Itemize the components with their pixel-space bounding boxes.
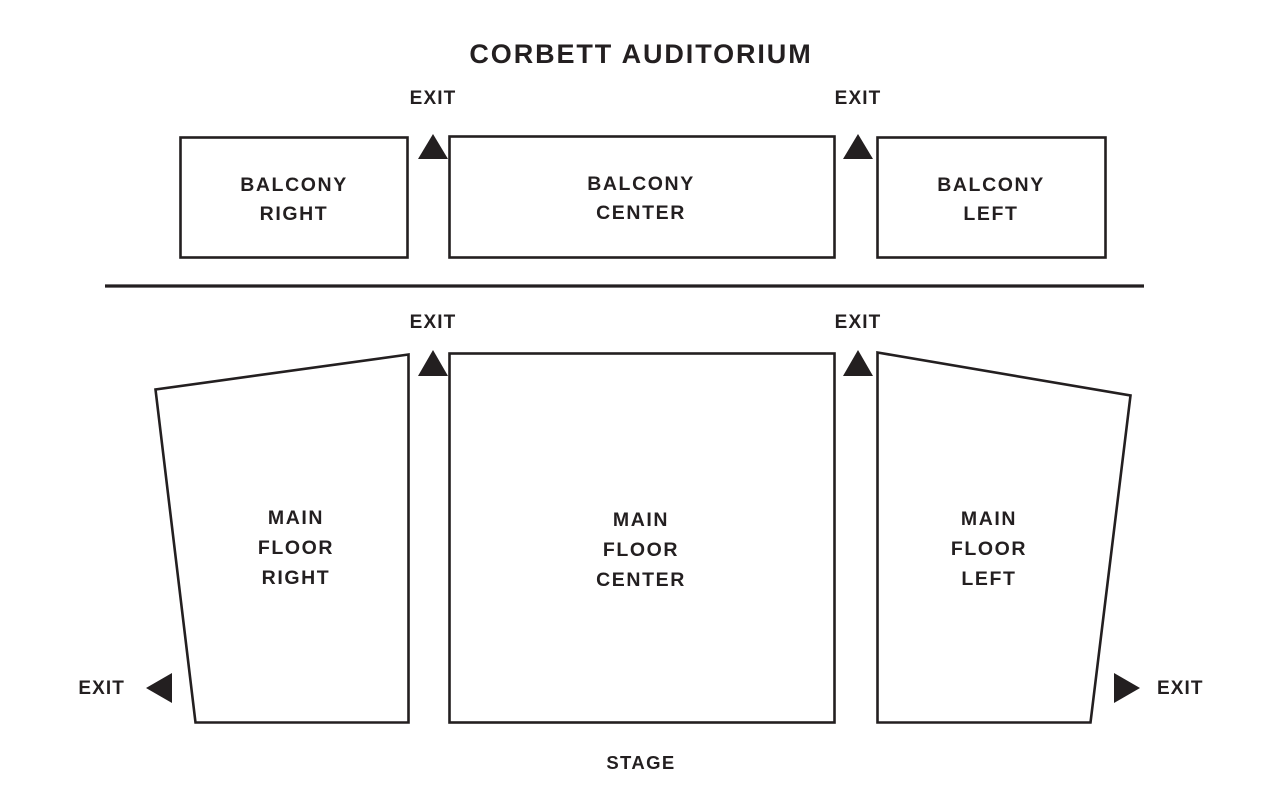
section-main-floor-right-label-line1: MAIN <box>268 507 324 529</box>
section-balcony-left-label-line1: BALCONY <box>937 174 1045 196</box>
exit-right-arrow-icon[interactable] <box>1114 673 1140 703</box>
exit-balcony-right-aisle-label: EXIT <box>410 88 457 109</box>
section-main-floor-right[interactable] <box>154 353 410 724</box>
section-balcony-right[interactable] <box>179 136 409 259</box>
exit-up-arrow-icon[interactable] <box>843 134 873 159</box>
section-main-floor-right-label-line3: RIGHT <box>262 567 331 589</box>
section-balcony-center-label-line2: CENTER <box>596 202 686 224</box>
section-balcony-center[interactable] <box>448 135 836 259</box>
section-main-floor-center-label-line1: MAIN <box>613 509 669 531</box>
section-main-floor-right-label-line2: FLOOR <box>258 537 334 559</box>
section-main-floor-center[interactable] <box>448 352 836 724</box>
section-balcony-left[interactable] <box>876 136 1107 259</box>
exit-up-arrow-icon[interactable] <box>418 350 448 376</box>
section-main-floor-left-label-line3: LEFT <box>961 568 1016 590</box>
section-main-floor-center-label-line2: FLOOR <box>603 539 679 561</box>
exit-main-far-left-label: EXIT <box>1157 678 1204 699</box>
section-main-floor-left-label-line2: FLOOR <box>951 538 1027 560</box>
exit-up-arrow-icon[interactable] <box>418 134 448 159</box>
section-main-floor-center-label-line3: CENTER <box>596 569 686 591</box>
exit-main-left-aisle-label: EXIT <box>835 312 882 333</box>
section-balcony-center-label-line1: BALCONY <box>587 173 695 195</box>
page-title: CORBETT AUDITORIUM <box>469 39 812 69</box>
section-balcony-left-label-line2: LEFT <box>963 203 1018 225</box>
section-main-floor-left-label-line1: MAIN <box>961 508 1017 530</box>
stage-label: STAGE <box>606 752 675 773</box>
exit-balcony-left-aisle-label: EXIT <box>835 88 882 109</box>
exit-left-arrow-icon[interactable] <box>146 673 172 703</box>
section-balcony-right-label-line1: BALCONY <box>240 174 348 196</box>
section-main-floor-left[interactable] <box>876 350 1132 724</box>
section-balcony-right-label-line2: RIGHT <box>260 203 329 225</box>
exit-main-far-right-label: EXIT <box>78 678 125 699</box>
exit-up-arrow-icon[interactable] <box>843 350 873 376</box>
exit-main-right-aisle-label: EXIT <box>410 312 457 333</box>
